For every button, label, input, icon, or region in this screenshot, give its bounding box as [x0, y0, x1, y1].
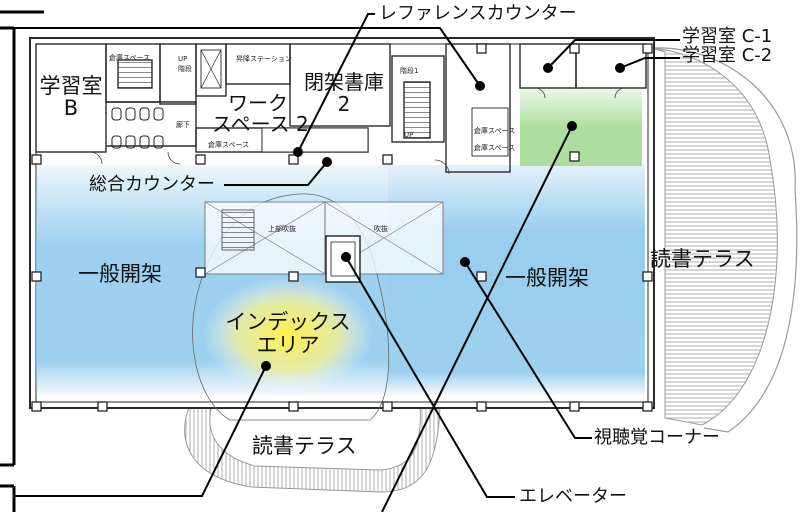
door-swings	[89, 87, 626, 175]
reading-terrace-bottom	[184, 404, 441, 493]
stairs-label-2: 階段1	[400, 67, 419, 75]
callout-leaders	[14, 13, 680, 512]
study-room-green-zone	[520, 88, 642, 166]
storage-space-label-2: 倉庫スペース	[208, 141, 250, 149]
general-stacks-right-zone	[388, 165, 645, 395]
storage-space-label-3: 倉庫スペース	[474, 127, 516, 135]
up-label-2: UP	[404, 131, 414, 139]
restroom-fixtures	[111, 107, 164, 149]
study-room-c2-callout: 学習室 C-2	[682, 45, 773, 66]
index-area-glow	[203, 277, 373, 393]
study-room-c1-callout: 学習室 C-1	[682, 26, 773, 47]
index-area-label: インデックスエリア	[225, 310, 351, 357]
reading-terrace-bottom-label: 読書テラス	[252, 434, 357, 458]
general-stacks-right-label: 一般開架	[505, 266, 589, 290]
page-frame-left	[0, 10, 44, 512]
stairs-label-1: 階段	[178, 65, 192, 73]
reference-counter-callout: レファレンスカウンター	[379, 3, 577, 24]
storage-space-label-1: 倉庫スペース	[109, 54, 151, 62]
structural-columns	[31, 43, 653, 412]
north-service-block	[35, 43, 647, 173]
atrium-void	[204, 201, 444, 275]
reading-terrace-right-label: 読書テラス	[650, 247, 755, 271]
av-corner-callout: 視聴覚コーナー	[594, 427, 720, 448]
upper-void-label: 上部吹抜	[268, 225, 296, 233]
elevator-callout: エレベーター	[519, 486, 627, 507]
up-label-1: UP	[178, 55, 188, 63]
callout-dots	[261, 63, 625, 371]
reading-terrace-right	[651, 47, 798, 433]
general-counter-callout: 総合カウンター	[89, 174, 215, 195]
work-space-label: ワークスペース 2	[212, 91, 309, 136]
storage-space-label-4: 倉庫スペース	[474, 144, 516, 152]
lift-station-label: 昇降ステーション	[236, 55, 292, 63]
void-label: 吹抜	[374, 225, 388, 233]
general-stacks-left-label: 一般開架	[78, 262, 162, 286]
hallway-label: 廊下	[176, 121, 190, 129]
